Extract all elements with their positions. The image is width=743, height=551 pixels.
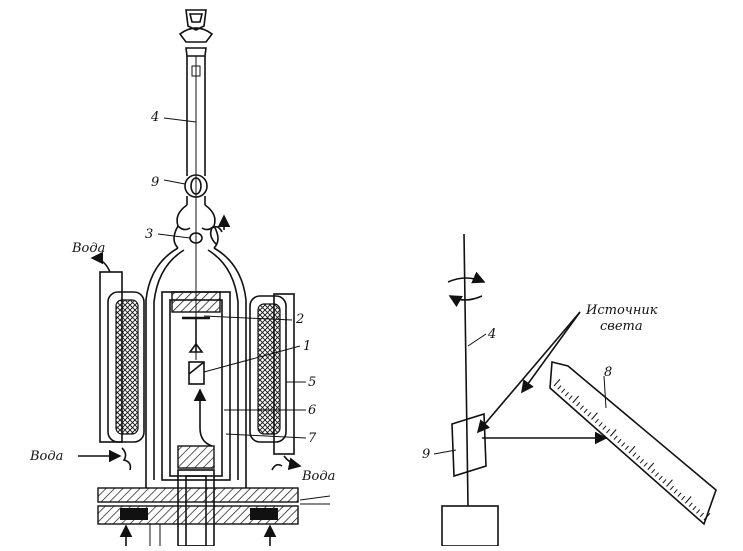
water-arrow-right — [283, 455, 302, 471]
water-label-right: Вода — [301, 469, 335, 484]
scale-tick — [662, 479, 667, 484]
scale-tick — [651, 469, 656, 474]
scale-tick — [557, 385, 562, 390]
scale-tick — [606, 428, 611, 434]
label-1: 1 — [303, 339, 311, 354]
scale-tick — [587, 412, 592, 417]
label-5: 5 — [308, 375, 316, 390]
scale-tick — [677, 492, 682, 497]
water-arrow-top — [90, 251, 111, 273]
scale-tick — [583, 408, 588, 414]
scale-tick — [609, 429, 617, 437]
right-coil — [249, 293, 295, 455]
fiber-line — [463, 233, 469, 507]
scale-tick — [594, 418, 599, 424]
scale-tick — [666, 479, 673, 487]
scale-tick — [639, 458, 644, 464]
scale-tick — [613, 435, 618, 440]
torsion-apparatus: 4 9 3 2 1 5 6 7 Вода Вода Вода — [29, 9, 335, 547]
rotation-arrows — [447, 271, 486, 308]
water-label-left: Вода — [29, 449, 63, 464]
mirror — [451, 412, 487, 478]
label-7: 7 — [308, 431, 317, 446]
scale-tick — [564, 391, 569, 397]
scale-tick — [669, 485, 674, 491]
scale-tick — [658, 475, 663, 481]
scale-tick — [617, 438, 622, 444]
scale-tick — [602, 425, 607, 430]
left-coil — [99, 271, 145, 443]
label-9-right: 9 — [422, 447, 430, 462]
scale-tick — [636, 455, 641, 461]
scale-ruler — [549, 360, 717, 526]
suspension-tube — [186, 56, 206, 360]
scale-tick — [654, 472, 659, 477]
scale-tick — [673, 489, 678, 494]
incident-ray-2 — [521, 311, 581, 394]
scale-tick — [553, 378, 561, 387]
scale-tick — [647, 462, 655, 471]
mirror-ring — [184, 174, 208, 205]
incident-ray — [476, 311, 581, 434]
label-4-right: 4 — [487, 327, 496, 342]
scale-tick — [703, 512, 711, 521]
source-label-line2: света — [600, 319, 643, 334]
scale-tick — [598, 422, 603, 427]
joint-section — [173, 204, 231, 249]
scale-tick — [628, 445, 636, 454]
label-9-left: 9 — [151, 175, 159, 190]
scale-tick — [681, 495, 686, 501]
label-6: 6 — [308, 403, 316, 418]
scale-tick — [692, 505, 697, 511]
glass-envelope — [145, 247, 247, 488]
scale-tick — [688, 502, 693, 507]
scale-tick — [572, 395, 580, 404]
source-label-line1: Источник — [585, 303, 658, 318]
thermocouple — [199, 392, 213, 447]
scale-tick — [699, 512, 704, 517]
scale-tick — [643, 462, 648, 467]
scale-tick — [624, 445, 629, 450]
scale-tick — [696, 509, 701, 514]
suspension-head — [178, 9, 214, 57]
sample-weight — [188, 318, 205, 385]
scale-tick — [568, 395, 573, 400]
label-8: 8 — [604, 365, 612, 380]
scale-tick — [579, 405, 584, 410]
water-label-top: Вода — [71, 241, 105, 256]
scale-tick — [591, 412, 598, 420]
scale-tick — [632, 452, 637, 457]
label-2: 2 — [295, 312, 304, 327]
base-flange — [97, 469, 331, 547]
scale-tick — [621, 442, 626, 447]
scale-tick — [561, 388, 566, 394]
scale-tick — [576, 402, 581, 407]
base-block — [441, 505, 499, 547]
label-3: 3 — [145, 227, 153, 242]
optical-scheme: 4 9 8 Источник света — [422, 233, 717, 547]
label-4-left: 4 — [150, 110, 159, 125]
scale-tick — [684, 496, 692, 504]
